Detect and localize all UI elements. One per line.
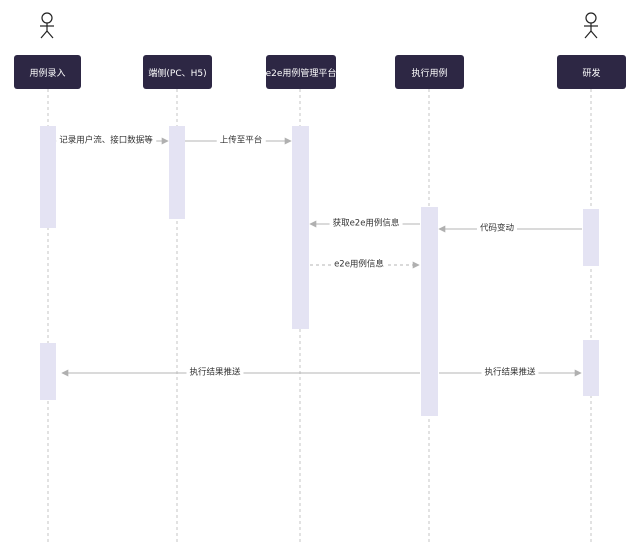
participant-box-p4: 执行用例 <box>395 55 464 89</box>
message-label-m4: 获取e2e用例信息 <box>329 218 403 230</box>
actor-figure-icon-p1 <box>40 12 54 39</box>
message-label-m3: 代码变动 <box>476 223 518 235</box>
activation-p3 <box>292 126 309 329</box>
actor-figure-icon-p5 <box>584 12 598 39</box>
message-label-m5: e2e用例信息 <box>331 259 387 271</box>
activation-p1-b <box>40 343 56 400</box>
activation-p5-b <box>583 340 599 396</box>
message-label-m7: 执行结果推送 <box>481 367 539 379</box>
activation-p2 <box>169 126 185 219</box>
activation-p5-a <box>583 209 599 266</box>
participant-label: e2e用例管理平台 <box>265 68 337 79</box>
participant-box-p5: 研发 <box>557 55 626 89</box>
participant-label: 端侧(PC、H5) <box>148 68 207 79</box>
message-label-m6: 执行结果推送 <box>186 367 244 379</box>
activation-p1-a <box>40 126 56 228</box>
participant-label: 执行用例 <box>411 68 448 79</box>
participant-box-p1: 用例录入 <box>14 55 81 89</box>
participant-box-p2: 端侧(PC、H5) <box>143 55 212 89</box>
activation-p4 <box>421 207 438 416</box>
participant-label: 用例录入 <box>29 68 66 79</box>
message-label-m2: 上传至平台 <box>216 135 266 147</box>
message-label-m1: 记录用户流、接口数据等 <box>56 135 156 147</box>
participant-label: 研发 <box>582 68 601 79</box>
participant-box-p3: e2e用例管理平台 <box>266 55 336 89</box>
